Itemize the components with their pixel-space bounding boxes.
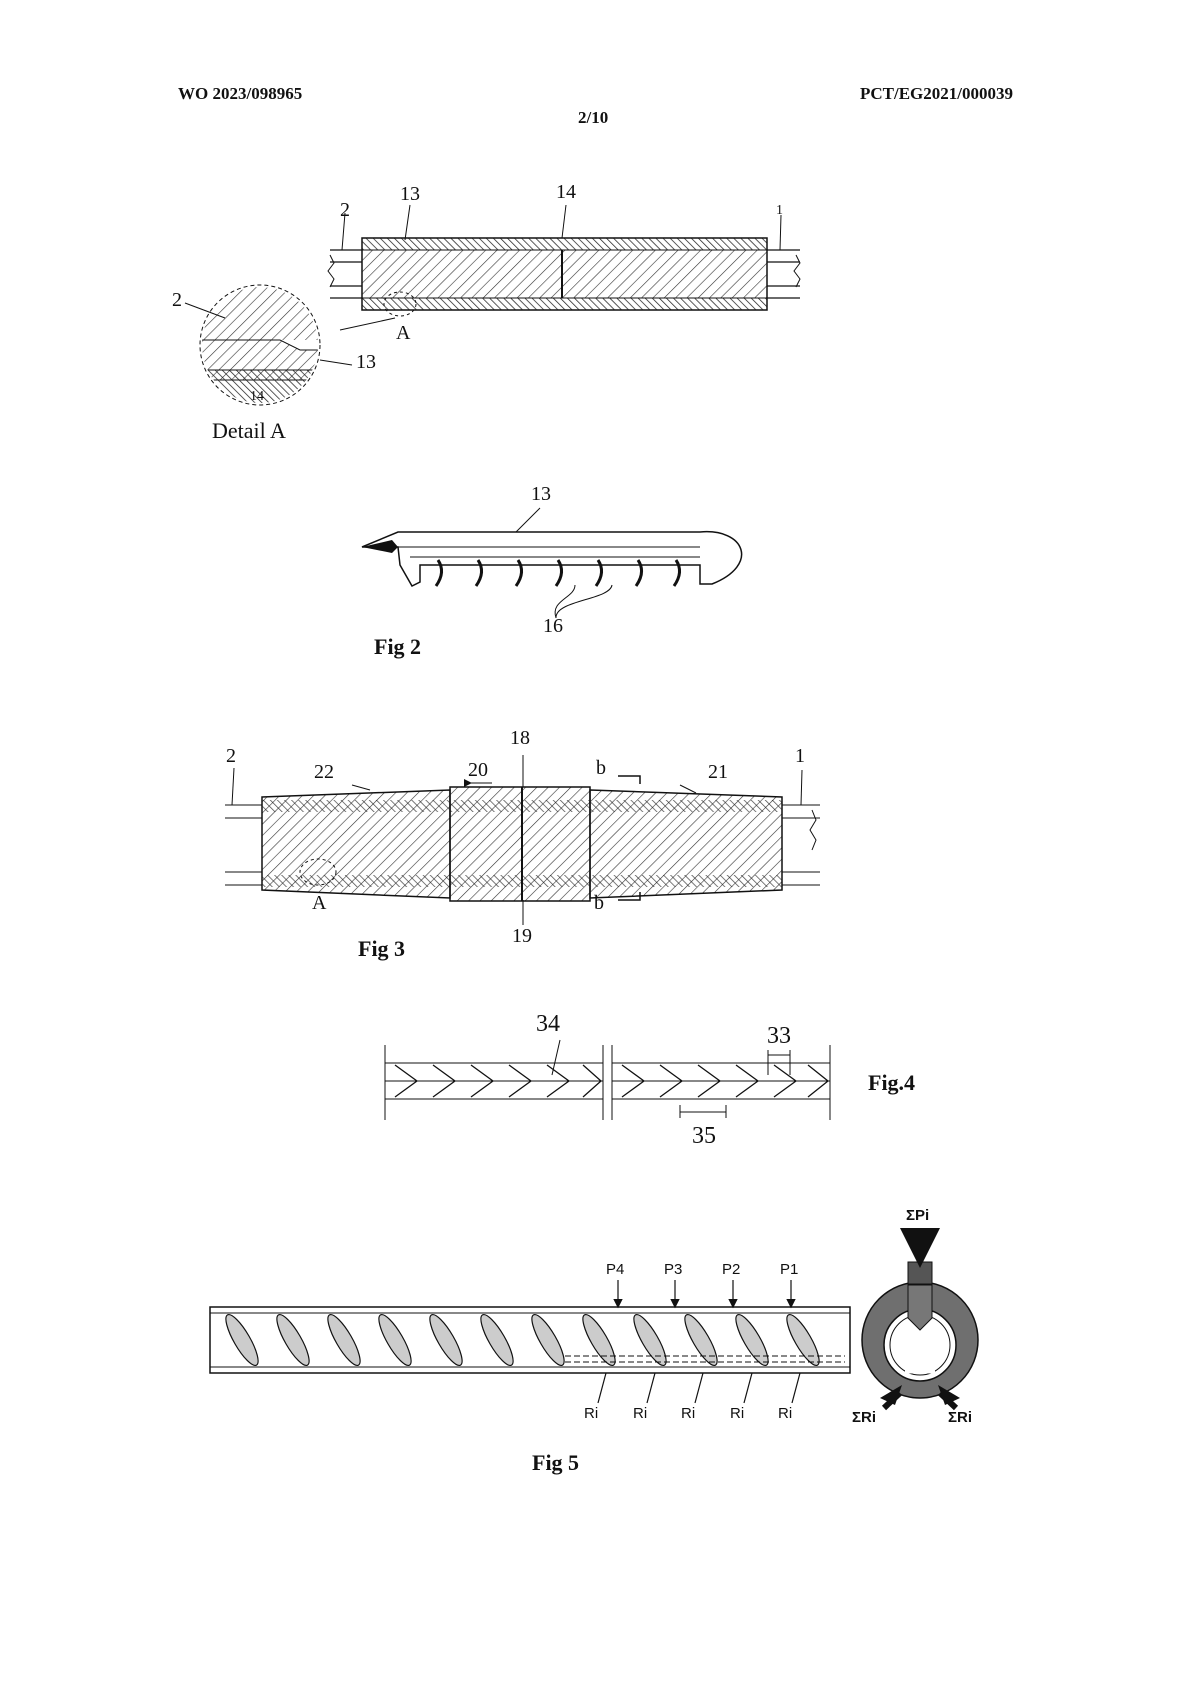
fig2-caption: Fig 2 — [374, 634, 422, 659]
fig5-reaction: Ri — [778, 1405, 793, 1422]
fig4-label-33: 33 — [767, 1023, 791, 1049]
fig3-drawing — [225, 755, 820, 925]
fig4-label-35: 35 — [692, 1123, 716, 1149]
fig1-label-14: 14 — [556, 181, 576, 203]
fig2-drawing — [361, 507, 743, 619]
fig1-label-1: 1 — [776, 203, 783, 218]
fig2-label-13: 13 — [531, 483, 551, 505]
fig3-caption: Fig 3 — [358, 936, 406, 961]
fig4-drawing — [384, 1039, 831, 1120]
fig5-reaction: Ri — [584, 1405, 599, 1422]
fig5-sum-r-left: ΣRi — [852, 1409, 877, 1426]
fig5-sum-p: ΣPi — [906, 1207, 930, 1224]
fig5-load-p4: P4 — [606, 1261, 625, 1278]
fig5-reaction: Ri — [633, 1405, 648, 1422]
detail-label-13: 13 — [356, 351, 376, 373]
fig3-label-20: 20 — [468, 759, 488, 781]
fig5-load-p2: P2 — [722, 1261, 741, 1278]
fig3-label-A: A — [312, 892, 327, 914]
fig5-load-p1: P1 — [780, 1261, 799, 1278]
fig5-drawing — [209, 1228, 979, 1411]
fig5-sum-r-right: ΣRi — [948, 1409, 973, 1426]
fig3-label-18: 18 — [510, 727, 530, 749]
header-application-number: PCT/EG2021/000039 — [860, 84, 1014, 103]
fig3-label-19: 19 — [512, 925, 532, 947]
fig5-caption: Fig 5 — [532, 1450, 580, 1475]
header-publication-number: WO 2023/098965 — [178, 84, 303, 103]
fig3-label-1: 1 — [795, 745, 805, 767]
fig4-label-34: 34 — [536, 1011, 560, 1037]
fig1-label-13: 13 — [400, 183, 420, 205]
page-number: 2/10 — [578, 108, 609, 127]
detail-caption: Detail A — [212, 418, 286, 443]
fig3-label-21: 21 — [708, 761, 728, 783]
fig1-label-A: A — [396, 322, 411, 344]
detail-label-14: 14 — [250, 389, 264, 404]
fig3-label-2: 2 — [226, 745, 236, 767]
fig5-reaction: Ri — [681, 1405, 696, 1422]
fig4-caption: Fig.4 — [868, 1070, 916, 1095]
fig5-load-p3: P3 — [664, 1261, 683, 1278]
detail-label-2: 2 — [172, 289, 182, 311]
fig5-reaction: Ri — [730, 1405, 745, 1422]
fig3-label-b-bottom: b — [594, 892, 604, 914]
fig2-label-16: 16 — [543, 615, 563, 637]
fig1-drawing — [184, 204, 801, 406]
fig3-label-b-top: b — [596, 757, 606, 779]
fig3-label-22: 22 — [314, 761, 334, 783]
fig1-label-2: 2 — [340, 199, 350, 221]
